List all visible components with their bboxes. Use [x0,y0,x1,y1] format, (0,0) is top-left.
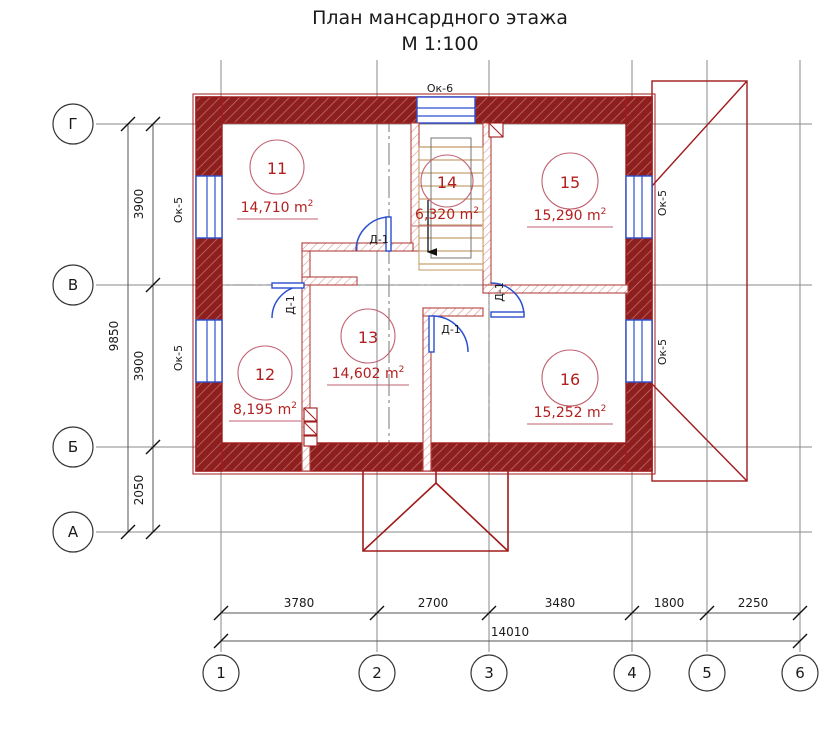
dim-horizontal-5: 2250 [738,596,769,610]
axis-label: 1 [216,664,226,682]
axis-bubble-4[interactable]: 4 [613,654,651,692]
window-label-ok5-left-upper: Ок-5 [172,197,185,223]
horizontal-dimension-lines [213,605,808,649]
room-marker-14: 14 6,320 m2 [412,154,482,227]
axis-bubble-3[interactable]: 3 [470,654,508,692]
room-number: 14 [437,173,457,192]
room-marker-11: 11 14,710 m2 [237,139,318,220]
window-ok5-left-upper [195,175,223,239]
dim-horizontal-1: 3780 [284,596,315,610]
staircase [418,137,484,271]
axis-label: 4 [627,664,637,682]
door-labels: Д-1 Д-1 Д-1 Д-1 [284,233,506,336]
room-markers: 11 14,710 m2 12 8,195 m2 13 14,602 m2 14… [229,139,613,425]
axis-label: Б [68,438,78,456]
horizontal-dimension-text: 3780 2700 3480 1800 2250 14010 [284,596,769,639]
window-label-ok5-left-lower: Ок-5 [172,345,185,371]
room-number: 16 [560,370,580,389]
room-number: 15 [560,173,580,192]
dim-vertical-1: 3900 [132,189,146,220]
room-number: 13 [358,328,378,347]
axis-label: Г [68,115,77,133]
room-number: 12 [255,365,275,384]
door-label-3: Д-1 [493,282,506,302]
axis-label: А [68,523,79,541]
axis-bubble-1[interactable]: 1 [202,654,240,692]
axis-bubble-g[interactable]: Г [52,103,94,145]
door-label-4: Д-1 [441,323,461,336]
window-ok5-left-lower [195,319,223,383]
porch-canopy [362,470,509,552]
room-marker-15: 15 15,290 m2 [527,152,613,228]
door-label-2: Д-1 [284,295,297,315]
axis-bubble-6[interactable]: 6 [781,654,819,692]
dim-horizontal-total: 14010 [491,625,529,639]
room-number: 11 [267,159,287,178]
axis-bubble-b[interactable]: Б [52,426,94,468]
horizontal-axis-bubbles: 1 2 3 4 5 6 [202,654,819,692]
window-labels: Ок-6 Ок-5 Ок-5 Ок-5 Ок-5 [172,82,669,371]
window-label-ok6: Ок-6 [427,82,453,95]
window-label-ok5-right-upper: Ок-5 [656,190,669,216]
window-ok5-right-lower [625,319,653,383]
axis-bubble-2[interactable]: 2 [358,654,396,692]
ventilation-ducts [303,122,504,447]
room-marker-16: 16 15,252 m2 [527,349,613,425]
axis-bubble-v[interactable]: В [52,264,94,306]
page-scale: М 1:100 [401,33,478,55]
dim-vertical-2: 3900 [132,351,146,382]
axis-label: 3 [484,664,494,682]
door-d1-room11 [355,216,392,252]
room-marker-13: 13 14,602 m2 [327,308,409,386]
room-area: 15,290 m2 [534,207,607,224]
vertical-dimension-lines [120,116,161,540]
room-area: 8,195 m2 [233,401,297,418]
axis-label: 2 [372,664,382,682]
room-marker-12: 12 8,195 m2 [229,345,301,422]
windows [195,96,653,383]
axis-label: 6 [795,664,805,682]
dim-horizontal-2: 2700 [418,596,449,610]
dim-horizontal-4: 1800 [654,596,685,610]
axis-bubble-5[interactable]: 5 [688,654,726,692]
dim-vertical-3: 2050 [132,475,146,506]
doors [271,216,525,353]
dim-vertical-total: 9850 [107,321,121,352]
window-ok6-top [416,96,476,124]
vertical-dimension-text: 3900 3900 2050 9850 [107,189,146,506]
room-area: 14,710 m2 [241,199,314,216]
door-label-1: Д-1 [369,233,389,246]
page-title: План мансардного этажа [312,7,568,29]
room-area: 15,252 m2 [534,404,607,421]
interior-walls [301,122,629,472]
door-d1-room15 [490,282,525,318]
right-terrace-roof [651,80,748,482]
room-area: 14,602 m2 [332,365,405,382]
room-area: 6,320 m2 [415,206,479,223]
axis-label: 5 [702,664,712,682]
axis-label: В [68,276,78,294]
door-d1-room16 [428,315,469,353]
axis-bubble-a[interactable]: А [52,511,94,553]
vertical-axis-bubbles: Г В Б А [52,103,94,553]
door-d1-room12 [271,282,305,319]
window-ok5-right-upper [625,175,653,239]
dim-horizontal-3: 3480 [545,596,576,610]
window-label-ok5-right-lower: Ок-5 [656,339,669,365]
exterior-walls [192,93,656,475]
